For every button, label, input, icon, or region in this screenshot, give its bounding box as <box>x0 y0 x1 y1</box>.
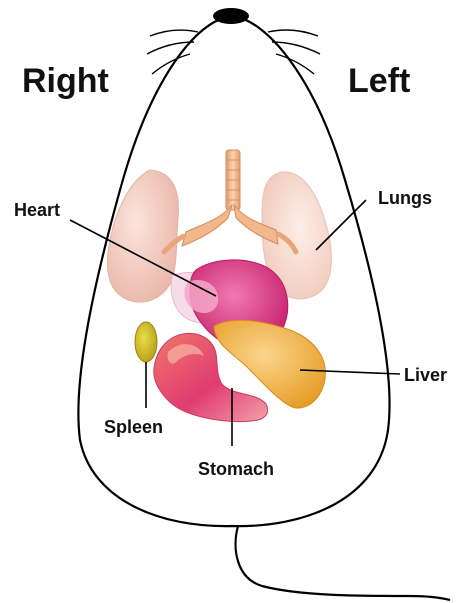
side-label-left: Left <box>348 62 410 100</box>
side-label-right: Right <box>22 62 109 100</box>
label-heart: Heart <box>14 200 60 220</box>
label-liver: Liver <box>404 365 447 385</box>
label-stomach: Stomach <box>198 459 274 479</box>
tail <box>236 526 450 600</box>
nose-icon <box>213 8 249 24</box>
label-lungs: Lungs <box>378 188 432 208</box>
spleen <box>135 322 157 362</box>
lung-right <box>107 170 178 302</box>
label-spleen: Spleen <box>104 417 163 437</box>
